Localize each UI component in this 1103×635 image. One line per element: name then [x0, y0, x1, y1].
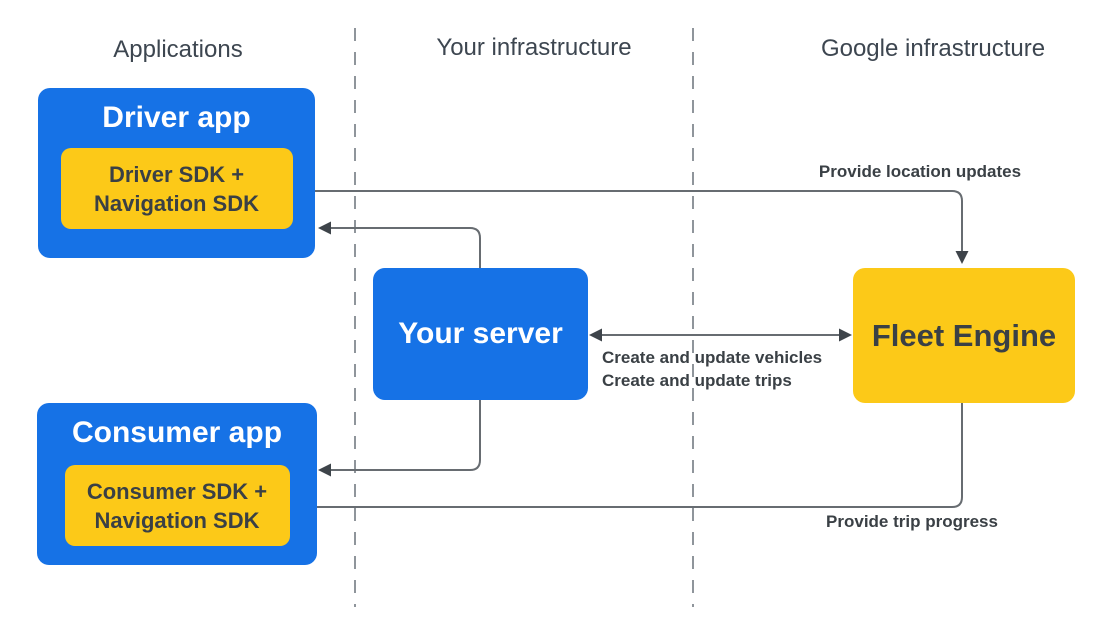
consumer-app-node: Consumer app Consumer SDK + Navigation S…	[37, 403, 317, 565]
edge-label-trip-progress: Provide trip progress	[826, 512, 998, 531]
driver-app-title: Driver app	[102, 101, 251, 134]
driver-sdk-line2: Navigation SDK	[93, 190, 260, 216]
column-header-applications: Applications	[113, 36, 243, 63]
your-server-node: Your server	[373, 268, 588, 400]
arrowhead-into-consumer-app	[318, 463, 331, 477]
consumer-sdk-node: Consumer SDK + Navigation SDK	[64, 465, 290, 546]
driver-app-node: Driver app Driver SDK + Navigation SDK	[38, 88, 315, 258]
edge-label-location-updates: Provide location updates	[818, 162, 1022, 181]
edge-location-updates	[293, 190, 963, 251]
your-server-title: Your server	[398, 317, 563, 350]
edge-trip-progress	[306, 403, 963, 508]
edge-server-to-consumer-app	[331, 400, 481, 471]
driver-sdk-line1: Driver SDK +	[108, 161, 245, 187]
arrowhead-into-fleet-engine-left	[839, 328, 852, 342]
consumer-sdk-line1: Consumer SDK +	[86, 478, 268, 504]
edge-label-create-update: Create and update vehicles Create and up…	[602, 346, 822, 392]
consumer-sdk-line2: Navigation SDK	[94, 507, 260, 533]
arrowhead-into-driver-app	[318, 221, 331, 235]
edge-label-create-update-vehicles: Create and update vehicles	[602, 348, 823, 367]
column-header-your-infrastructure: Your infrastructure	[436, 34, 632, 61]
driver-sdk-node: Driver SDK + Navigation SDK	[60, 148, 293, 229]
column-header-google-infrastructure: Google infrastructure	[820, 35, 1046, 62]
arrowhead-into-your-server	[589, 328, 602, 342]
consumer-app-title: Consumer app	[71, 416, 283, 449]
fleet-engine-node: Fleet Engine	[853, 268, 1075, 403]
edge-label-create-update-trips: Create and update trips	[602, 371, 792, 390]
arrowhead-into-fleet-engine-top	[955, 251, 969, 264]
fleet-engine-title: Fleet Engine	[871, 317, 1057, 353]
edge-server-to-driver-app	[331, 227, 481, 268]
